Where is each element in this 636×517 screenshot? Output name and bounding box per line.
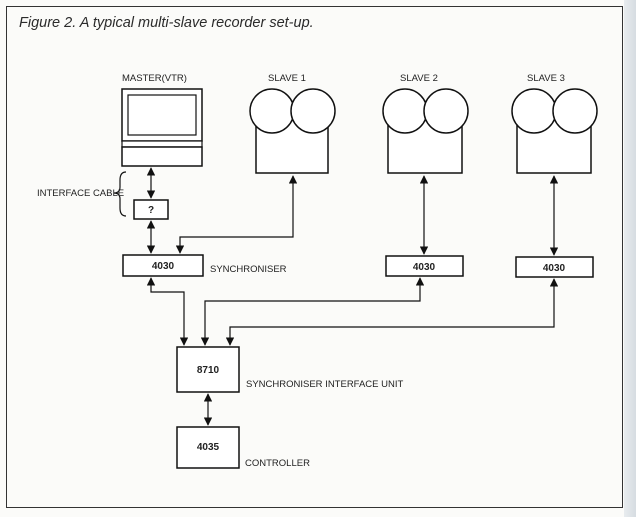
interface-to-slave3-sync-link xyxy=(225,278,559,346)
unknown-box-label: ? xyxy=(148,205,154,216)
master-vtr xyxy=(121,88,203,167)
controller-label: CONTROLLER xyxy=(245,458,310,469)
unknown-box xyxy=(133,199,169,220)
sync-slave2-label: 4030 xyxy=(413,262,436,273)
sync-master-label: 4030 xyxy=(152,261,175,272)
sync-slave3-label: 4030 xyxy=(543,263,566,274)
controller-box xyxy=(176,426,240,469)
slave3-reel-right xyxy=(552,88,598,134)
slave3-label: SLAVE 3 xyxy=(527,73,565,84)
sync-to-slave1-link xyxy=(175,175,298,254)
master-base xyxy=(121,140,203,148)
page-edge xyxy=(624,0,636,517)
interface-unit-box xyxy=(176,346,240,393)
slave1-reel-left xyxy=(249,88,295,134)
connections xyxy=(146,167,559,426)
slave2-recorder xyxy=(382,88,469,174)
slave2-reel-right xyxy=(423,88,469,134)
master-screen xyxy=(127,94,197,136)
sync-slave3-box xyxy=(515,256,594,278)
master-label: MASTER(VTR) xyxy=(122,73,187,84)
slave1-reel-right xyxy=(290,88,336,134)
sync-slave2-box xyxy=(385,255,464,277)
interface-cable-label: INTERFACE CABLE xyxy=(37,188,124,199)
interface-to-slave2-sync-link xyxy=(200,277,425,346)
sync-master-box xyxy=(122,254,204,277)
controller-unit-label: 4035 xyxy=(197,442,220,453)
interface-cable-bracket xyxy=(113,171,127,217)
interface-unit-label: 8710 xyxy=(197,365,220,376)
master-deck xyxy=(121,146,203,167)
figure-frame xyxy=(6,6,623,508)
slave1-label: SLAVE 1 xyxy=(268,73,306,84)
sync-master-to-interface-link xyxy=(146,277,189,346)
slave2-reel-left xyxy=(382,88,428,134)
slave3-reel-left xyxy=(511,88,557,134)
synchroniser-label: SYNCHRONISER xyxy=(210,264,287,275)
slave2-label: SLAVE 2 xyxy=(400,73,438,84)
slave1-recorder xyxy=(249,88,336,174)
synchroniser-interface-unit-label: SYNCHRONISER INTERFACE UNIT xyxy=(246,379,403,390)
figure-caption: Figure 2. A typical multi-slave recorder… xyxy=(19,15,314,31)
slave3-recorder xyxy=(511,88,598,174)
